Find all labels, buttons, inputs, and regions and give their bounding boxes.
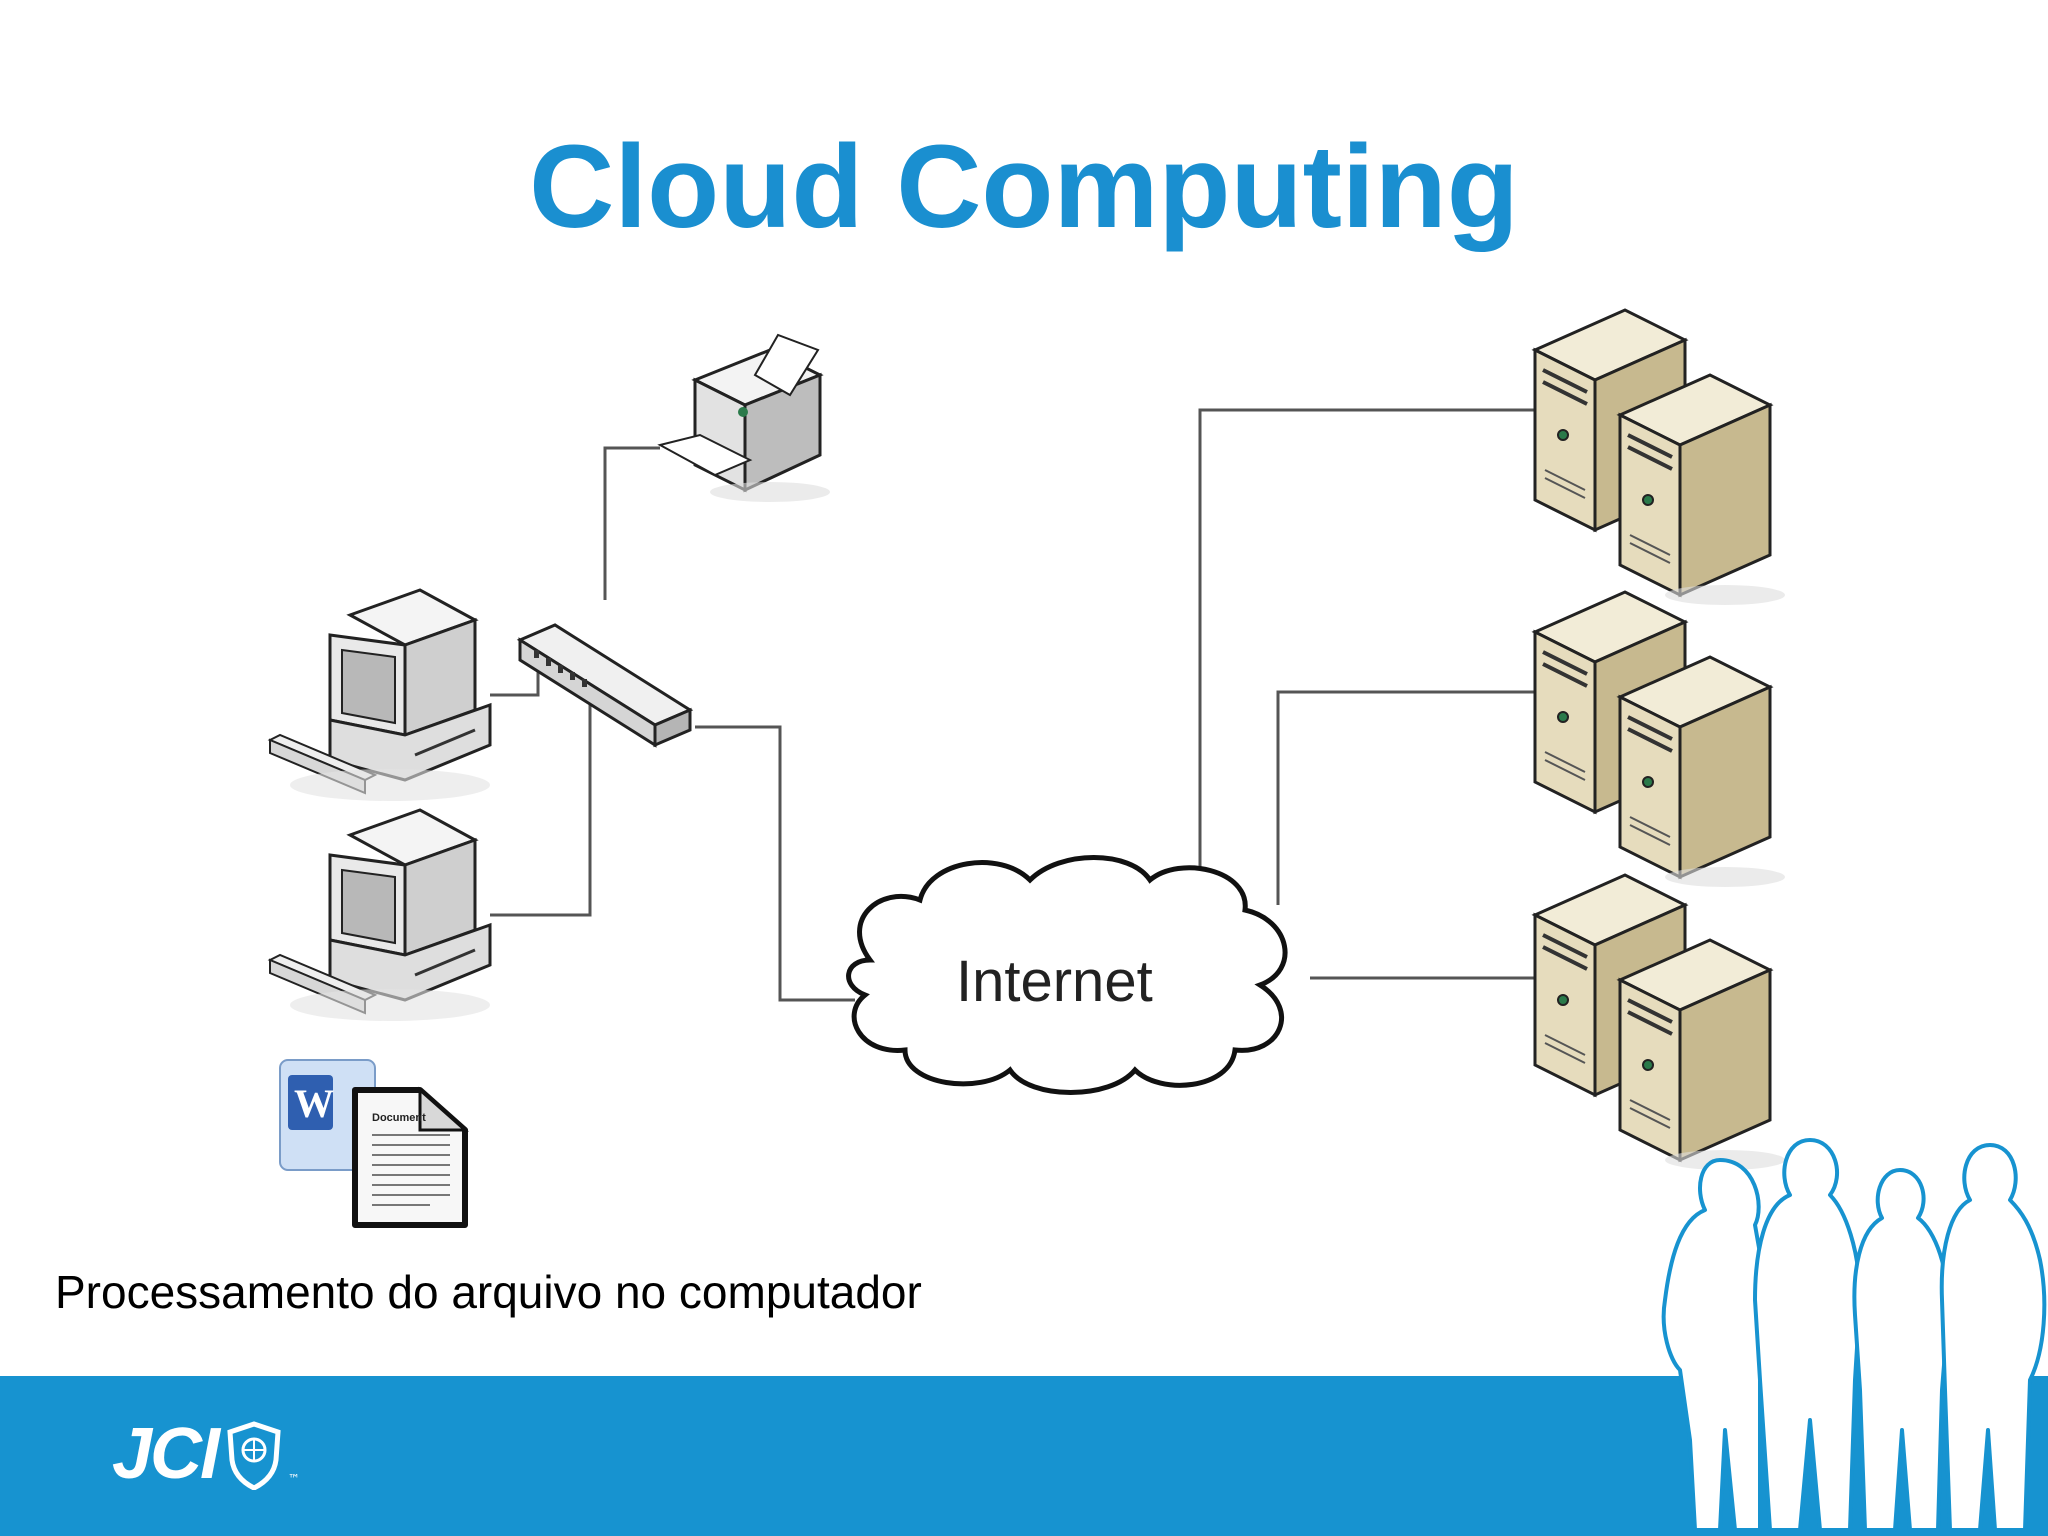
document-label: Document (372, 1112, 426, 1124)
desktop-computer-icon (268, 588, 492, 803)
svg-text:W: W (294, 1081, 334, 1126)
jci-logo: JCI ™ (112, 1418, 300, 1490)
page-title: Cloud Computing (529, 121, 1519, 253)
logo-text: JCI (112, 1414, 220, 1494)
printer-icon (657, 333, 830, 502)
connection-lines (490, 408, 1540, 1002)
network-switch-icon (516, 623, 694, 748)
jci-shield-icon (227, 1421, 281, 1490)
word-document-icon: W Document (279, 1059, 469, 1228)
people-silhouette-icon (1661, 1138, 2047, 1532)
server-pair-icon (1533, 873, 1787, 1172)
trademark: ™ (288, 1472, 301, 1486)
server-pair-icon (1533, 308, 1787, 607)
cloud-icon (846, 855, 1288, 1095)
internet-label: Internet (956, 949, 1153, 1014)
server-pair-icon (1533, 590, 1787, 889)
desktop-computer-icon (268, 808, 492, 1023)
slide-caption: Processamento do arquivo no computador (55, 1266, 922, 1318)
